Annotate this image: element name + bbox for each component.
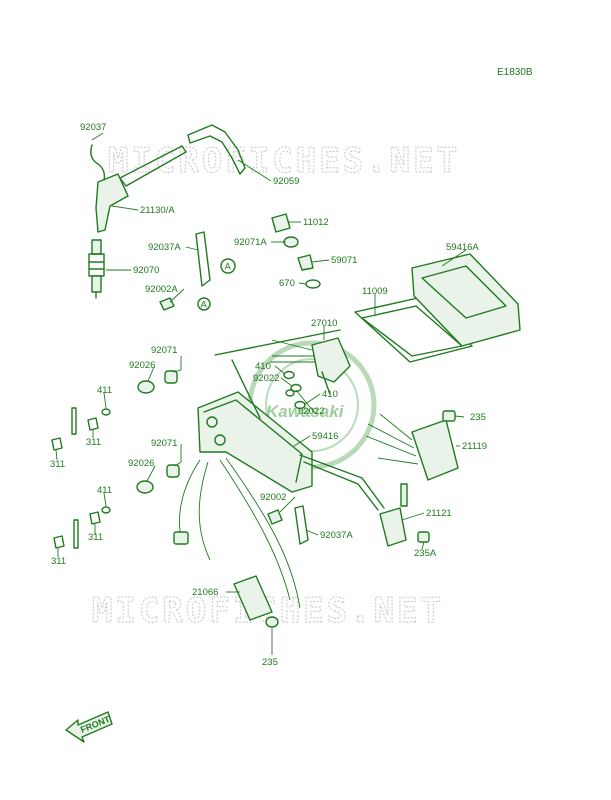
- leader-lines: [55, 132, 467, 655]
- callout-27010: 27010: [311, 318, 337, 329]
- callout-11012: 11012: [303, 217, 329, 228]
- front-arrow: FRONT: [65, 711, 113, 743]
- callout-21066: 21066: [192, 587, 218, 598]
- callout-labels: 92037 21130/A 92070 92059 11012 92037A 9…: [50, 122, 487, 668]
- electric-case: [197, 329, 341, 493]
- callout-92022-a: 92022: [253, 373, 279, 384]
- callout-21119: 21119: [462, 441, 487, 452]
- ignition-coil: [365, 410, 459, 481]
- callout-59071: 59071: [331, 255, 357, 266]
- callout-92037a-bottom: 92037A: [320, 530, 353, 541]
- wire-harness: [173, 457, 301, 628]
- callout-411-a: 411: [97, 385, 112, 396]
- spark-plug: [88, 239, 105, 299]
- callout-92026-b: 92026: [128, 458, 154, 469]
- callout-92071-b: 92071: [151, 438, 177, 449]
- plug-cap-assembly: [90, 124, 246, 233]
- callout-411-b: 411: [97, 485, 112, 496]
- small-hardware: [51, 407, 111, 549]
- grommets-left: [136, 370, 180, 494]
- callout-59416a: 59416A: [446, 242, 479, 253]
- callout-235a: 235A: [414, 548, 437, 559]
- lower-strap: [267, 505, 309, 545]
- callout-11009: 11009: [362, 286, 388, 297]
- callout-92037a-top: 92037A: [148, 242, 181, 253]
- cover-and-gasket: [354, 253, 521, 363]
- callout-670: 670: [279, 278, 295, 289]
- callout-92002a: 92002A: [145, 284, 178, 295]
- callout-235-a: 235: [470, 412, 486, 423]
- callout-92059: 92059: [273, 176, 299, 187]
- logo-text: Kawasaki: [266, 402, 345, 421]
- callout-92037: 92037: [80, 122, 106, 133]
- callout-311-a: 311: [86, 437, 101, 448]
- washers: [283, 370, 306, 410]
- callout-235-b: 235: [262, 657, 278, 668]
- watermark-top: MICROFICHES.NET: [108, 141, 460, 181]
- regulator: [270, 337, 351, 395]
- callout-92071-a: 92071: [151, 345, 177, 356]
- callout-311-b: 311: [50, 459, 65, 470]
- grommet-switch-parts: [271, 213, 321, 289]
- callout-92022-b: 92022: [298, 406, 324, 417]
- secondary-coil: [299, 454, 430, 547]
- callout-92002: 92002: [260, 492, 286, 503]
- reference-code: E1830B: [497, 67, 533, 78]
- callout-92071a: 92071A: [234, 237, 267, 248]
- callout-410-a: 410: [255, 361, 271, 372]
- callout-311-c: 311: [88, 532, 103, 543]
- callout-59416: 59416: [312, 431, 338, 442]
- marker-a-top: A: [225, 262, 232, 273]
- callout-311-d: 311: [51, 556, 66, 567]
- callout-92070: 92070: [133, 265, 159, 276]
- callout-21130a: 21130/A: [140, 205, 175, 216]
- callout-410-b: 410: [322, 389, 338, 400]
- callout-92026-a: 92026: [129, 360, 155, 371]
- marker-a-mid: A: [201, 300, 208, 311]
- callout-21121: 21121: [426, 508, 452, 519]
